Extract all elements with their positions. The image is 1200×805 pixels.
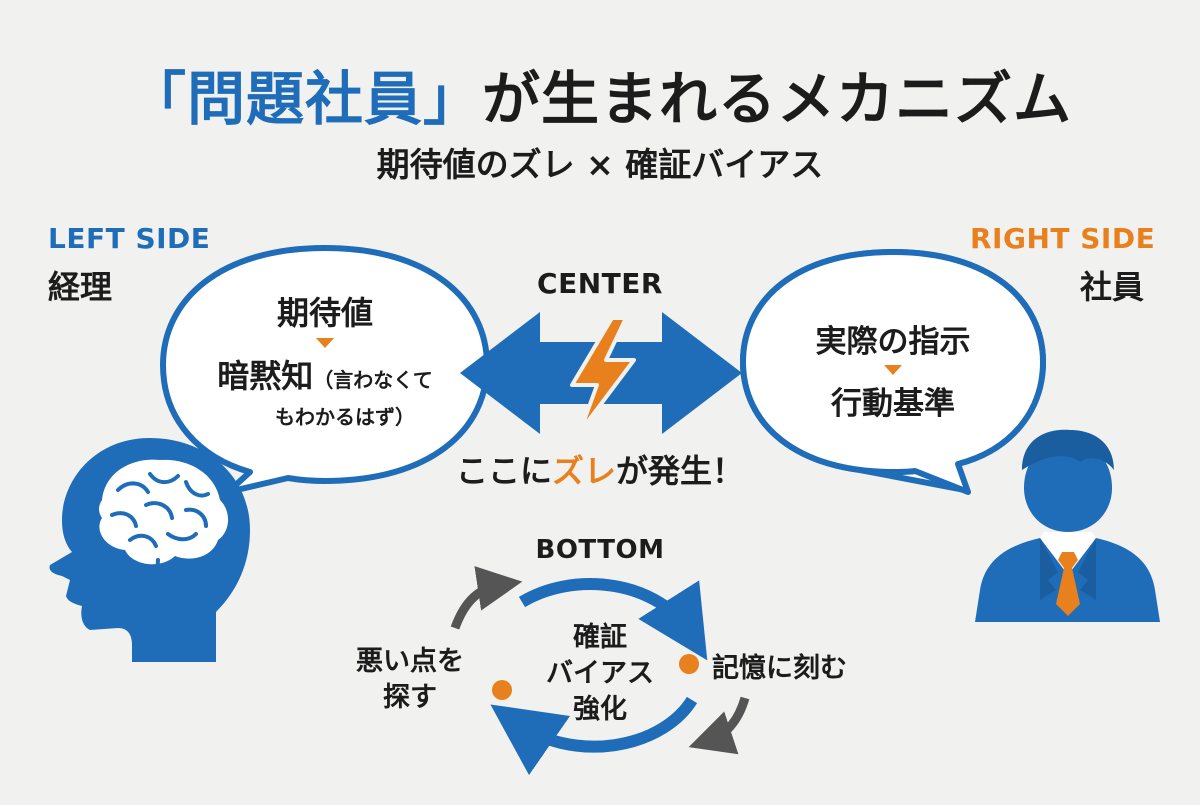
- cycle-center-line-3: 強化: [573, 694, 627, 725]
- businessman-icon: [975, 429, 1160, 622]
- title-highlight: 問題社員: [186, 65, 423, 133]
- cycle-left-line-1: 悪い点を: [356, 646, 464, 677]
- cycle-left-line-2: 探す: [383, 682, 437, 713]
- left-bubble-content: 期待値 暗黙知（言わなくて もわかるはず）: [170, 288, 480, 430]
- cycle-right-text: 記憶に刻む: [712, 653, 847, 684]
- left-bubble-down-triangle: [316, 338, 334, 348]
- cycle-center-text: 確証 バイアス 強化: [520, 620, 680, 728]
- center-caption: ここにズレが発生！: [420, 446, 780, 492]
- bottom-label: BOTTOM: [535, 535, 665, 565]
- right-side-role: 社員: [1080, 268, 1145, 306]
- cycle-arrows-icon: [490, 578, 708, 776]
- head-brain-icon: [49, 438, 250, 662]
- cycle-dot-left: [492, 680, 512, 700]
- right-bubble-standard: 行動基準: [831, 386, 955, 422]
- left-side-label: LEFT SIDE: [48, 222, 211, 255]
- gray-arrows: [450, 566, 750, 755]
- title-open-bracket: 「: [127, 65, 187, 133]
- page-subtitle: 期待値のズレ × 確証バイアス: [376, 145, 824, 184]
- left-side-role: 経理: [48, 268, 113, 306]
- page-title: 「問題社員」が生まれるメカニズム: [0, 52, 1200, 136]
- center-label: CENTER: [537, 267, 663, 300]
- left-bubble-tacit: 暗黙知: [217, 357, 314, 395]
- cycle-center-line-2: バイアス: [546, 658, 654, 689]
- right-side-label: RIGHT SIDE: [970, 222, 1156, 255]
- title-close-bracket: 」: [423, 65, 483, 133]
- title-rest: が生まれるメカニズム: [482, 65, 1073, 133]
- center-caption-accent: ズレ: [551, 452, 616, 490]
- right-bubble-content: 実際の指示 行動基準: [750, 316, 1036, 423]
- center-caption-pre: ここに: [455, 452, 552, 490]
- center-caption-post: が発生！: [616, 452, 745, 490]
- left-speech-bubble: [160, 245, 490, 495]
- left-bubble-note-2: もわかるはず）: [275, 405, 415, 429]
- right-bubble-down-triangle: [884, 365, 902, 375]
- cycle-center-line-1: 確証: [573, 622, 627, 653]
- lightning-icon: [570, 316, 636, 434]
- left-bubble-note-1: （言わなくて: [313, 368, 433, 392]
- cycle-left-text: 悪い点を 探す: [340, 644, 480, 716]
- right-bubble-instruction: 実際の指示: [815, 324, 971, 360]
- cycle-dot-right: [679, 654, 699, 674]
- left-bubble-expectation: 期待値: [276, 294, 373, 332]
